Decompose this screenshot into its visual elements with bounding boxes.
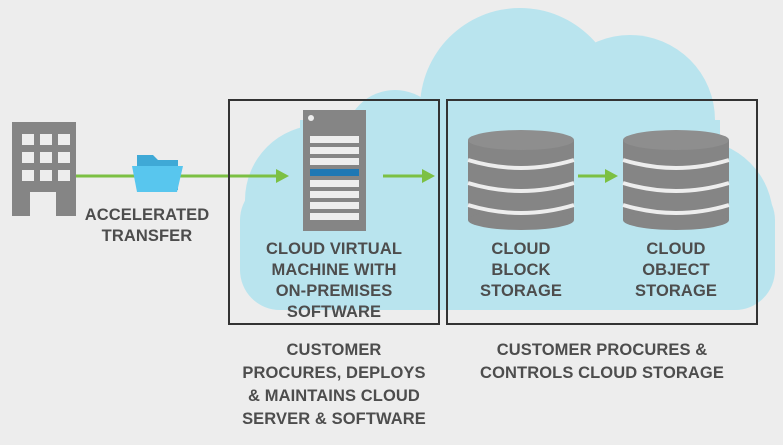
vm-box [228,99,440,325]
label-customer-storage: CUSTOMER PROCURES & CONTROLS CLOUD STORA… [447,339,757,385]
building-icon [12,122,76,216]
server-icon [303,110,366,231]
label-line: CUSTOMER [286,341,382,359]
database-icon [622,130,730,230]
label-line: STORAGE [635,282,717,300]
label-line: ACCELERATED [84,206,210,224]
label-line: MACHINE WITH [271,261,397,279]
folder-icon [132,155,183,192]
label-line: CLOUD [491,240,551,258]
label-cloud-vm: CLOUD VIRTUAL MACHINE WITH ON-PREMISES S… [244,239,424,323]
label-line: PROCURES, DEPLOYS [242,364,426,382]
database-icon [467,130,575,230]
label-line: CLOUD VIRTUAL [265,240,403,258]
label-line: OBJECT [642,261,710,279]
label-line: STORAGE [480,282,562,300]
label-cloud-object-storage: CLOUD OBJECT STORAGE [616,239,736,302]
label-line: CUSTOMER PROCURES & [496,341,708,359]
label-line: SOFTWARE [286,303,382,321]
label-line: ON-PREMISES [275,282,393,300]
storage-box [446,99,758,325]
label-line: & MAINTAINS CLOUD [248,387,420,405]
vm-to-storage-arrow [383,169,435,183]
label-line: CLOUD [646,240,706,258]
label-line: CONTROLS CLOUD STORAGE [480,364,724,382]
label-accelerated-transfer: ACCELERATED TRANSFER [84,205,210,247]
label-customer-server: CUSTOMER PROCURES, DEPLOYS & MAINTAINS C… [229,339,439,431]
label-line: TRANSFER [101,227,193,245]
block-to-object-arrow [578,169,618,183]
label-line: BLOCK [491,261,551,279]
label-cloud-block-storage: CLOUD BLOCK STORAGE [461,239,581,302]
label-line: SERVER & SOFTWARE [242,410,426,428]
